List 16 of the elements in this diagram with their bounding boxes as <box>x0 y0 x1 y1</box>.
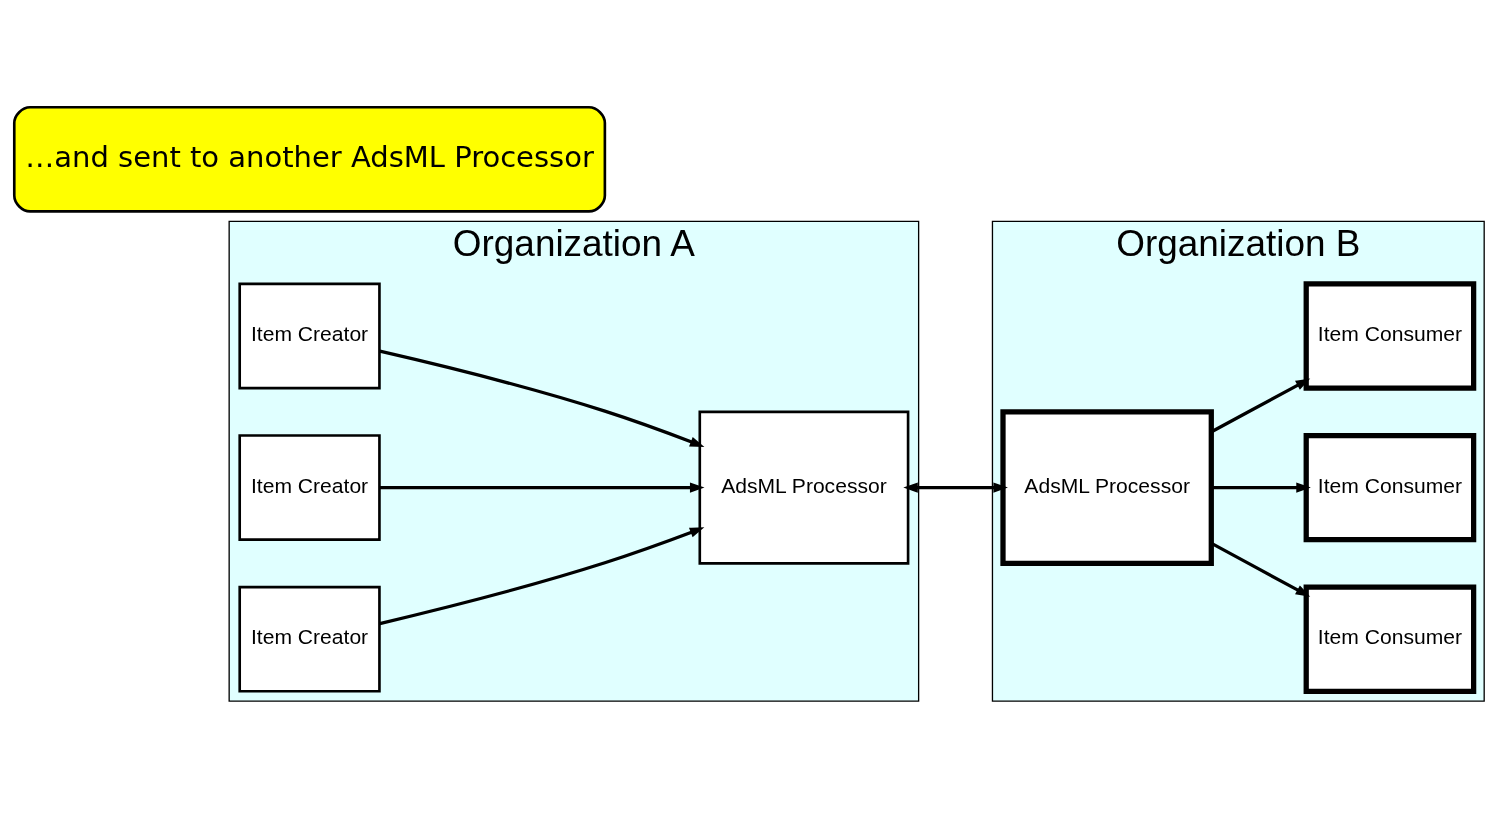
node-box: Item Creator <box>237 434 381 541</box>
node-box: Item Consumer <box>1303 432 1476 543</box>
node-box: Item Creator <box>237 282 381 390</box>
node-box: Item Consumer <box>1303 281 1476 391</box>
node-box: AdsML Processor <box>999 409 1214 567</box>
arrow <box>902 482 1008 493</box>
node-box: Item Creator <box>237 585 381 693</box>
node-box: AdsML Processor <box>697 410 909 565</box>
arrow <box>1210 541 1310 597</box>
arrow <box>1210 378 1310 434</box>
arrow <box>378 349 704 447</box>
arrow <box>1211 482 1311 493</box>
arrow <box>379 482 704 493</box>
arrow <box>378 527 704 626</box>
node-box: …and sent to another AdsML Processor <box>12 105 606 213</box>
node-box: Item Consumer <box>1303 584 1476 694</box>
